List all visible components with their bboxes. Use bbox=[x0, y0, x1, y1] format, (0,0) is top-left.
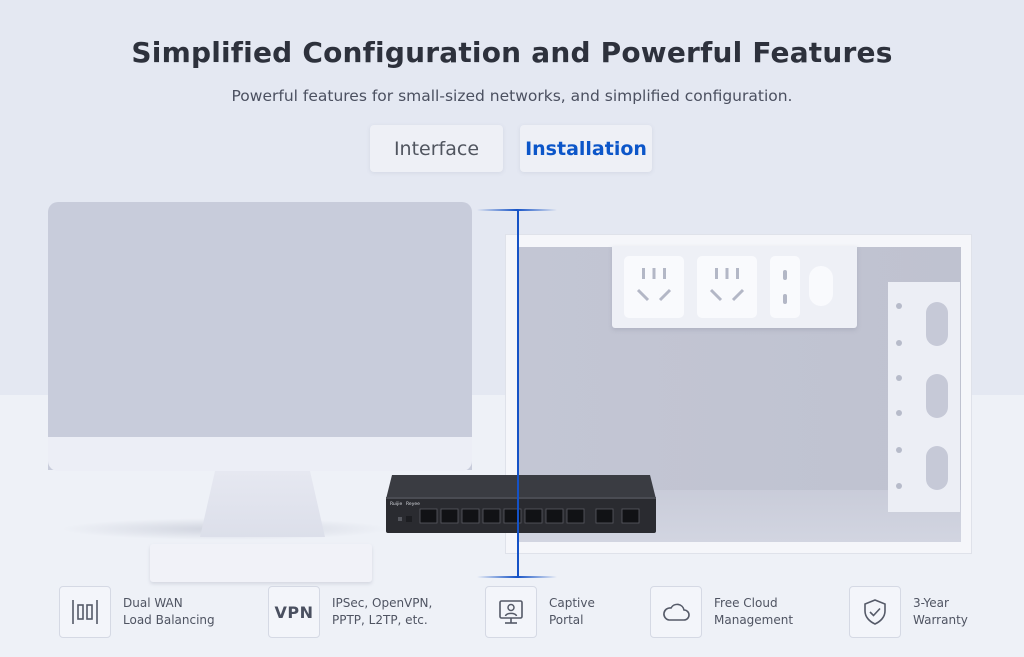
slider-bottom-cap[interactable] bbox=[477, 576, 557, 578]
vpn-icon: VPN bbox=[268, 586, 320, 638]
power-outlet-icon bbox=[624, 256, 684, 318]
rail-hole bbox=[896, 483, 902, 489]
vpn-icon-label: VPN bbox=[274, 602, 314, 622]
rail-hole bbox=[896, 375, 902, 381]
power-outlet-small-icon bbox=[770, 256, 800, 318]
monitor-neck bbox=[200, 471, 325, 537]
feature-warranty: 3-Year Warranty bbox=[849, 586, 968, 638]
ethernet-port bbox=[419, 508, 438, 524]
feature-line2: Load Balancing bbox=[123, 613, 215, 627]
feature-line2: Portal bbox=[549, 613, 584, 627]
router-sub-brand: Reyee bbox=[406, 501, 420, 507]
rail-slot bbox=[926, 446, 948, 490]
page-title: Simplified Configuration and Powerful Fe… bbox=[131, 36, 893, 69]
ethernet-port bbox=[440, 508, 459, 524]
feature-line2: Warranty bbox=[913, 613, 968, 627]
router-brand: Ruijie bbox=[390, 501, 403, 507]
rail-slot bbox=[926, 374, 948, 418]
shield-check-icon bbox=[849, 586, 901, 638]
feature-cloud-management: Free Cloud Management bbox=[650, 586, 793, 638]
feature-captive-portal: Captive Portal bbox=[485, 586, 595, 638]
ethernet-port bbox=[621, 508, 640, 524]
page-subtitle: Powerful features for small-sized networ… bbox=[231, 87, 793, 105]
ethernet-port bbox=[503, 508, 522, 524]
ethernet-port bbox=[461, 508, 480, 524]
monitor-chin bbox=[48, 437, 472, 471]
power-outlet-icon bbox=[697, 256, 757, 318]
feature-line1: Dual WAN bbox=[123, 596, 183, 610]
rail-hole bbox=[896, 447, 902, 453]
power-switch-icon bbox=[809, 266, 833, 306]
feature-line1: IPSec, OpenVPN, bbox=[332, 596, 433, 610]
ethernet-port bbox=[482, 508, 501, 524]
comparison-slider-handle[interactable] bbox=[517, 210, 519, 578]
captive-portal-icon bbox=[485, 586, 537, 638]
rail-hole bbox=[896, 303, 902, 309]
tab-installation[interactable]: Installation bbox=[520, 125, 652, 172]
feature-line2: Management bbox=[714, 613, 794, 627]
rail-slot bbox=[926, 302, 948, 346]
monitor-base bbox=[150, 544, 372, 582]
ethernet-port bbox=[595, 508, 614, 524]
monitor-screen bbox=[48, 202, 472, 470]
rail-hole bbox=[896, 340, 902, 346]
feature-dual-wan: Dual WAN Load Balancing bbox=[59, 586, 215, 638]
feature-vpn: VPN IPSec, OpenVPN, PPTP, L2TP, etc. bbox=[268, 586, 432, 638]
feature-line1: Captive bbox=[549, 596, 595, 610]
ethernet-port bbox=[566, 508, 585, 524]
feature-line1: Free Cloud bbox=[714, 596, 778, 610]
feature-line1: 3-Year bbox=[913, 596, 949, 610]
ethernet-port bbox=[524, 508, 543, 524]
tab-interface[interactable]: Interface bbox=[370, 125, 503, 172]
ethernet-port bbox=[545, 508, 564, 524]
cloud-icon bbox=[650, 586, 702, 638]
rail-hole bbox=[896, 410, 902, 416]
rack-rail bbox=[888, 282, 960, 512]
load-balancing-icon bbox=[59, 586, 111, 638]
router-device: Ruijie Reyee bbox=[386, 475, 656, 533]
feature-line2: PPTP, L2TP, etc. bbox=[332, 613, 428, 627]
